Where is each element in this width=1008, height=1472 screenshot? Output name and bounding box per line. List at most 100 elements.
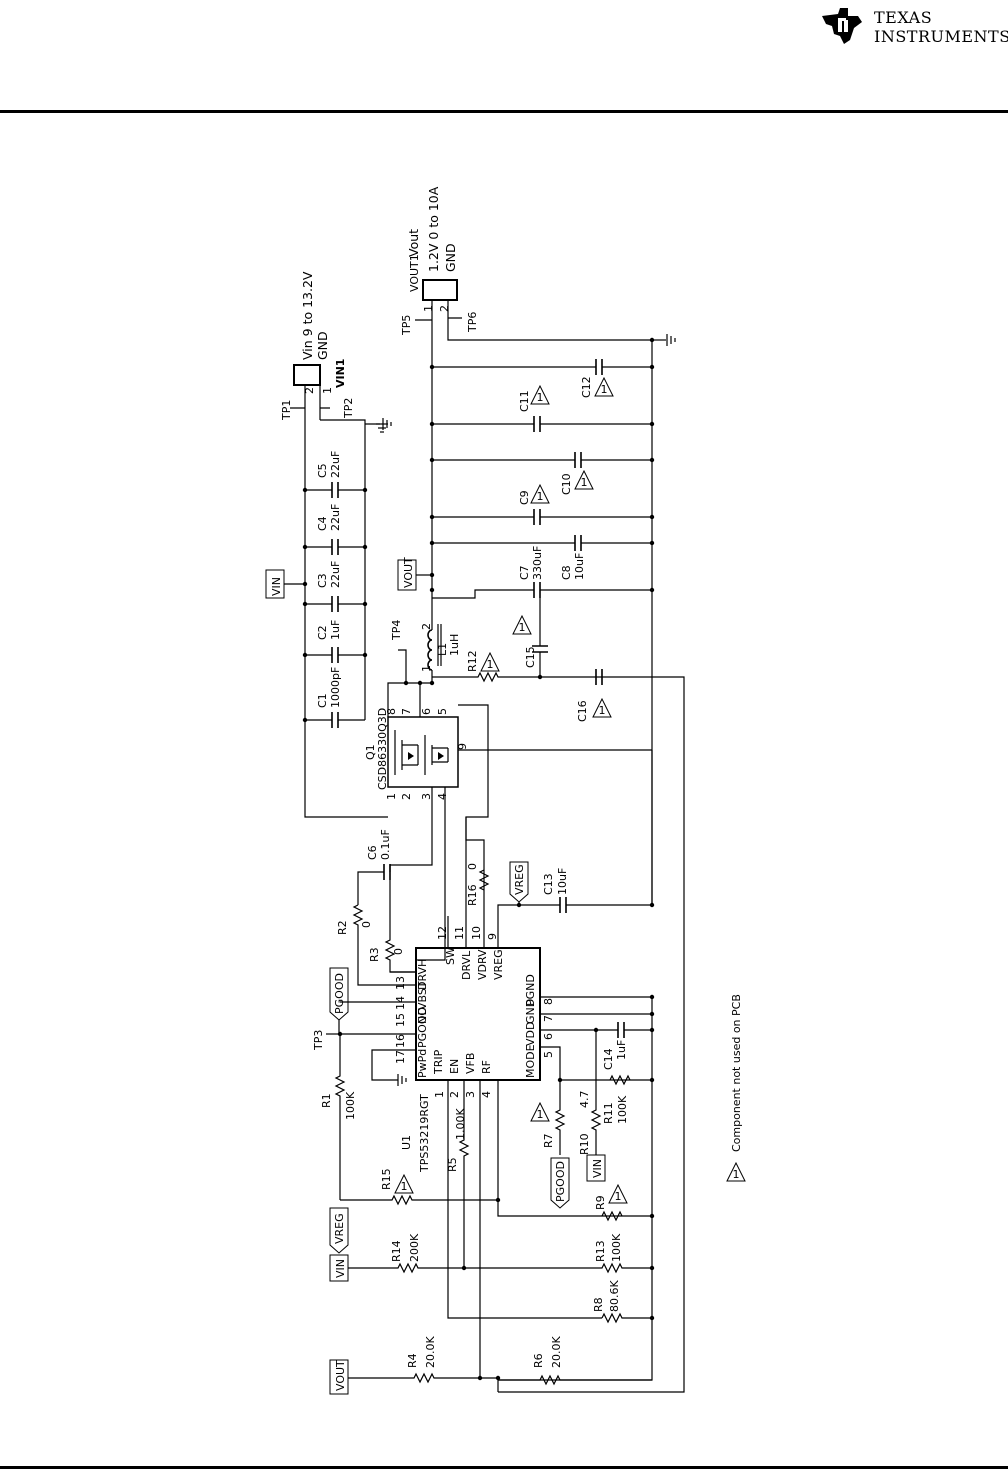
svg-text:11: 11 — [453, 926, 466, 940]
ground-symbol-ic — [397, 1074, 407, 1086]
vout-label1: 1.2V 0 to 10A — [426, 186, 441, 272]
svg-text:EN: EN — [448, 1059, 461, 1074]
mosfet-q1: 8 7 6 5 1 2 3 4 9 — [385, 708, 469, 800]
svg-text:TRIP: TRIP — [432, 1049, 445, 1075]
r1-ref: R1 — [320, 1093, 333, 1108]
legend-dnp-marker: 1 — [733, 1168, 740, 1181]
svg-text:VFB: VFB — [464, 1053, 477, 1074]
ti-logo-icon — [822, 8, 862, 44]
svg-text:DRVL: DRVL — [460, 950, 473, 980]
svg-text:7: 7 — [400, 708, 413, 715]
dnp-legend: 1 Component not used on PCB — [726, 994, 746, 1182]
c15-ref: C15 — [524, 646, 537, 668]
ic-u1: 13 14 15 16 17 DRVH VBST NC PGOOD PwPd 1… — [394, 926, 555, 1098]
svg-text:2: 2 — [448, 1091, 461, 1098]
u1-part: TPS53219RGT — [418, 1094, 431, 1173]
l1-value: 1uH — [448, 634, 461, 656]
c14-value: 1uF — [615, 1040, 628, 1060]
r1-value: 100K — [344, 1091, 357, 1120]
c8-value: 10uF — [573, 553, 586, 580]
footer-rule — [0, 1466, 1008, 1469]
svg-text:PGOOD: PGOOD — [416, 1007, 429, 1048]
c7-value: 330uF — [531, 546, 544, 580]
svg-text:1: 1 — [420, 665, 433, 672]
dnp-r15: 1 — [401, 1180, 408, 1193]
svg-text:GND: GND — [524, 999, 537, 1024]
svg-text:VBST: VBST — [416, 981, 429, 1010]
c2-value: 1uF — [329, 620, 342, 640]
r10-value: 4.7 — [578, 1091, 591, 1109]
tp4: TP4 — [390, 620, 403, 641]
svg-text:MODE: MODE — [524, 1044, 537, 1078]
c3-ref: C3 — [316, 573, 329, 588]
r8-value: 80.6K — [608, 1280, 621, 1312]
r15-ref: R15 — [380, 1168, 393, 1190]
svg-text:8: 8 — [385, 708, 398, 715]
r13-ref: R13 — [594, 1240, 607, 1262]
inductor-l1: 1 2 — [420, 598, 442, 683]
svg-text:12: 12 — [436, 926, 449, 940]
r13-value: 100K — [610, 1233, 623, 1262]
svg-text:VDD: VDD — [524, 1022, 537, 1046]
svg-text:15: 15 — [394, 1013, 407, 1027]
dnp-r12: 1 — [487, 658, 494, 671]
c16-ref: C16 — [576, 700, 589, 722]
r10-ref: R10 — [578, 1133, 591, 1155]
svg-text:10: 10 — [470, 926, 483, 940]
net-flag-vreg-mid: VREG — [509, 861, 529, 908]
u1-ref: U1 — [400, 1135, 413, 1150]
c13-ref: C13 — [542, 873, 555, 895]
dnp-c12: 1 — [601, 383, 608, 396]
svg-text:13: 13 — [394, 976, 407, 990]
svg-text:PwPd: PwPd — [416, 1049, 429, 1078]
r5-value: 1.00K — [454, 1108, 467, 1140]
svg-text:14: 14 — [394, 996, 407, 1010]
c11-ref: C11 — [518, 390, 531, 412]
svg-text:8: 8 — [542, 998, 555, 1005]
c4-value: 22uF — [329, 504, 342, 531]
svg-text:VREG: VREG — [513, 864, 526, 895]
vin-label: Vin 9 to 13.2V — [300, 271, 315, 360]
r3-value: 0 — [392, 948, 405, 955]
c1-ref: C1 — [316, 693, 329, 708]
c2-ref: C2 — [316, 625, 329, 640]
svg-text:3: 3 — [464, 1091, 477, 1098]
r16-value: 0 — [466, 863, 479, 870]
net-flag-vout-mid: VOUT — [397, 557, 435, 591]
output-capacitors — [429, 337, 655, 599]
c14-ref: C14 — [602, 1048, 615, 1070]
tp3: TP3 — [312, 1030, 325, 1051]
tp6: TP6 — [466, 312, 479, 333]
svg-text:1: 1 — [385, 793, 398, 800]
svg-text:VREG: VREG — [333, 1213, 346, 1244]
svg-text:5: 5 — [542, 1051, 555, 1058]
svg-text:VOUT: VOUT — [334, 1360, 347, 1391]
tp5: TP5 — [400, 315, 413, 336]
svg-text:4: 4 — [480, 1091, 493, 1098]
dnp-c10: 1 — [581, 476, 588, 489]
r2-ref: R2 — [336, 920, 349, 935]
r9-ref: R9 — [594, 1195, 607, 1210]
svg-text:DRVH: DRVH — [416, 959, 429, 990]
c5-value: 22uF — [329, 451, 342, 478]
r16-ref: R16 — [466, 884, 479, 906]
r3-ref: R3 — [368, 947, 381, 962]
svg-text:VREG: VREG — [492, 949, 505, 980]
vin-gnd-label: GND — [315, 331, 330, 360]
r4-ref: R4 — [406, 1353, 419, 1368]
ground-symbol-vout — [666, 334, 676, 346]
r11-value: 100K — [616, 1095, 629, 1124]
net-flag-pgood-top: PGOOD — [329, 967, 349, 1034]
svg-text:5: 5 — [436, 708, 449, 715]
r8-ref: R8 — [592, 1297, 605, 1312]
svg-text:1: 1 — [433, 1091, 446, 1098]
net-flag-vin-top: VIN — [265, 569, 308, 599]
svg-text:9: 9 — [456, 743, 469, 750]
vout-connector: 1 2 VOUT1 Vout 1.2V 0 to 10A GND — [406, 186, 458, 312]
net-flag-vreg-left: VREG — [329, 1207, 349, 1254]
svg-text:4: 4 — [436, 793, 449, 800]
svg-text:PGOOD: PGOOD — [333, 973, 346, 1014]
svg-text:1: 1 — [422, 305, 435, 312]
net-flag-pgood-r7: PGOOD — [550, 1157, 570, 1209]
r5-ref: R5 — [446, 1157, 459, 1172]
